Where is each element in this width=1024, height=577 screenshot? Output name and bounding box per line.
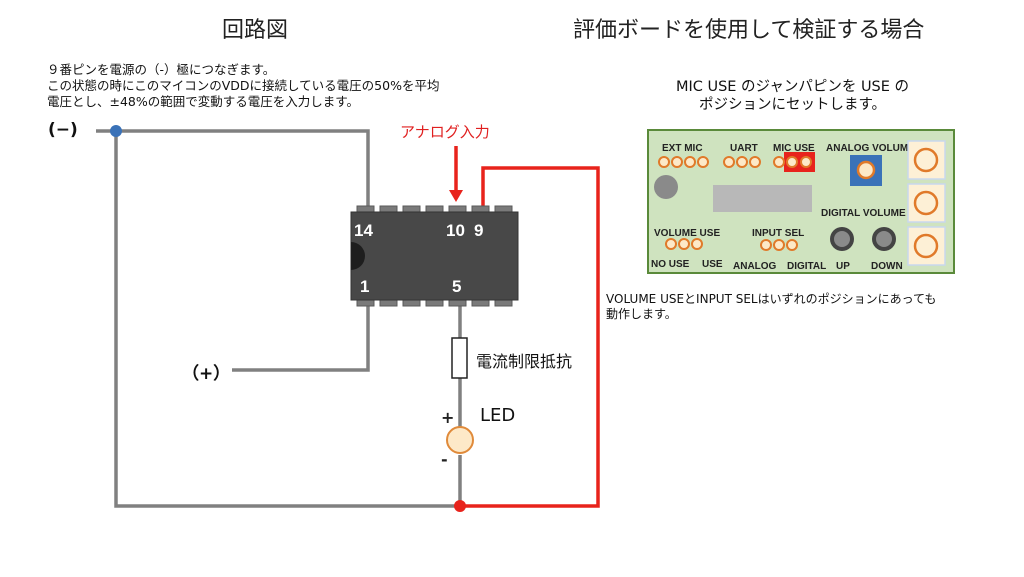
pin-label-14: 14 [354,221,373,240]
led-minus-sign: - [441,450,448,469]
board-title: 評価ボードを使用して検証する場合 [573,18,925,43]
led-label: LED [480,405,516,426]
terminal-plus-label: （+） [182,364,231,384]
led-symbol [446,426,474,454]
label-analog-volume: ANALOG VOLUME [826,143,915,154]
label-volume-use: VOLUME USE [654,228,720,239]
description-line: この状態の時にこのマイコンのVDDに接続している電圧の50%を平均 [47,78,440,93]
label-use: USE [702,259,723,270]
instruction-line: MIC USE のジャンパピンを USE の [675,79,910,95]
wire-plus-to-pin1 [232,302,370,372]
label-uart: UART [730,143,758,154]
circuit-title: 回路図 [222,18,289,43]
board-note: VOLUME USEとINPUT SELはいずれのポジションにあっても 動作しま… [606,292,936,322]
label-digital: DIGITAL [787,261,826,272]
label-down: DOWN [871,261,903,272]
wire-minus-to-ground [114,131,460,508]
resistor-label: 電流制限抵抗 [476,352,573,371]
label-no-use: NO USE [651,259,690,270]
note-line: VOLUME USEとINPUT SELはいずれのポジションにあっても [606,292,937,306]
description-line: ９番ピンを電源の（-）極につなぎます。 [47,62,276,77]
pin-label-10: 10 [446,221,465,240]
node-ground [454,500,466,512]
board-instruction: MIC USE のジャンパピンを USE の ポジションにセットします。 [640,78,945,114]
label-up: UP [836,261,850,272]
display-module [713,185,812,212]
label-mic-use: MIC USE [773,143,815,154]
label-ext-mic: EXT MIC [662,143,703,154]
label-digital-volume: DIGITAL VOLUME [821,208,906,219]
microphone [654,175,678,199]
note-line: 動作します。 [606,307,677,321]
pin-label-1: 1 [360,277,369,296]
label-input-sel: INPUT SEL [752,228,804,239]
circuit-description: ９番ピンを電源の（-）極につなぎます。 この状態の時にこのマイコンのVDDに接続… [47,62,439,110]
led-plus-sign: + [441,408,455,427]
description-line: 電圧とし、±48%の範囲で変動する電圧を入力します。 [47,94,360,109]
ic-body [350,211,519,301]
resistor-symbol [451,337,468,379]
pin-label-5: 5 [452,277,461,296]
signal-wire-pin9 [460,166,600,508]
ic-notch [351,242,365,270]
wire-minus-to-pin14 [96,129,370,210]
instruction-line: ポジションにセットします。 [698,97,887,113]
analog-input-label: アナログ入力 [400,123,490,141]
evaluation-board: EXT MIC UART MIC USE ANALOG VOLUME DIGIT… [647,129,955,274]
analog-input-arrow-head [449,190,463,202]
ic-chip: 14 10 9 1 5 [350,205,519,307]
label-analog: ANALOG [733,261,777,272]
pin-label-9: 9 [474,221,483,240]
node-minus [110,125,122,137]
terminal-minus-label: (−) [48,120,78,140]
